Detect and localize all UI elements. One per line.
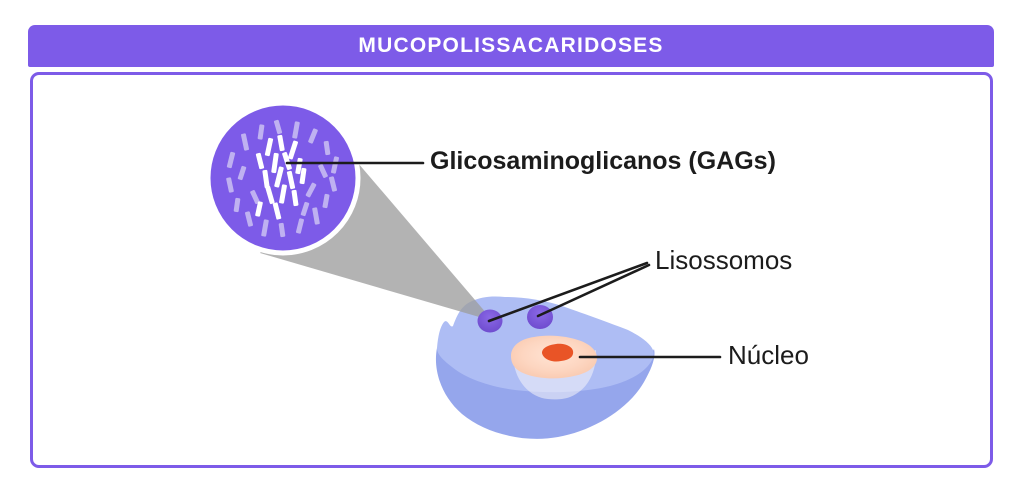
page-title: MUCOPOLISSACARIDOSES	[358, 34, 664, 57]
diagram-panel	[30, 72, 993, 468]
label-lysosomes: Lisossomos	[655, 245, 793, 275]
label-glycosaminoglycans: Glicosaminoglicanos (GAGs)	[430, 147, 776, 175]
title-bar: MUCOPOLISSACARIDOSES	[28, 25, 994, 67]
label-nucleus: Núcleo	[728, 340, 809, 370]
